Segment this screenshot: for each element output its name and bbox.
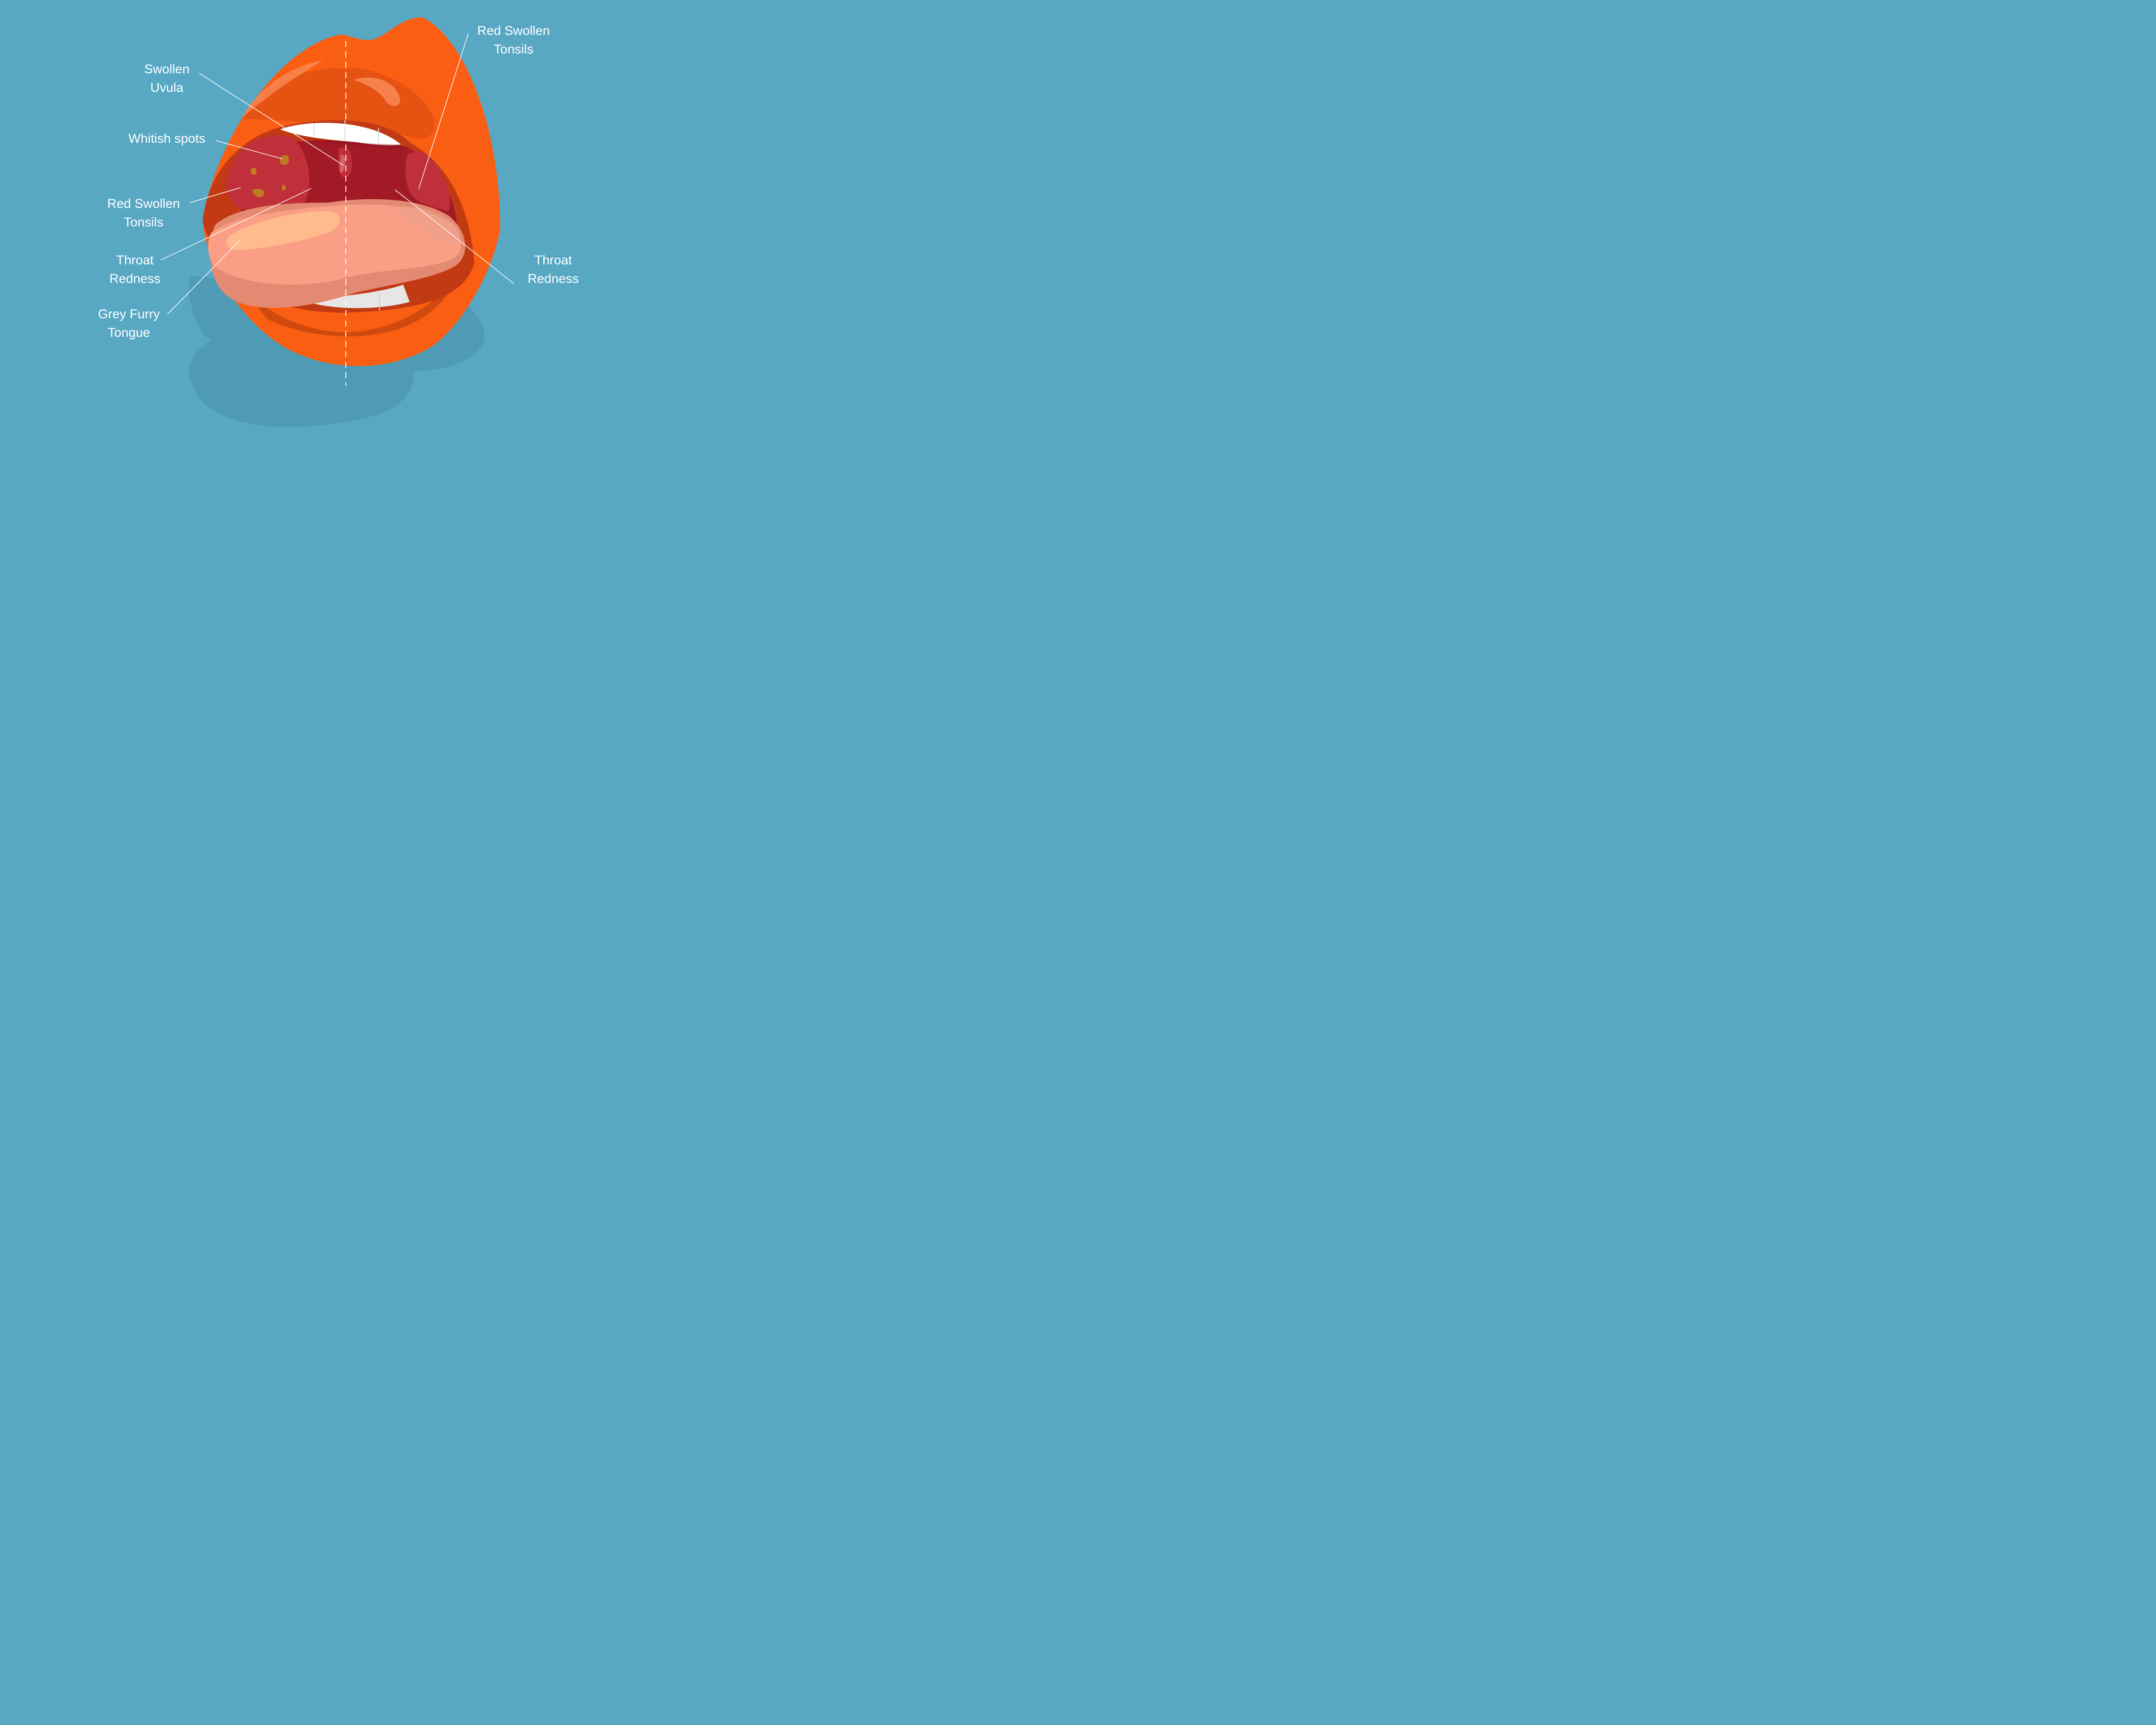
spot-1 xyxy=(280,155,289,165)
label-red-swollen-tonsils-right: Red Swollen Tonsils xyxy=(477,24,550,56)
left-tonsil xyxy=(226,135,310,213)
leader-throat-redness-right xyxy=(395,189,514,284)
upper-teeth-gum xyxy=(298,137,401,149)
label-red-swollen-tonsils-left: Red Swollen Tonsils xyxy=(107,197,180,229)
spot-2 xyxy=(251,168,257,175)
teeth-gaps xyxy=(313,120,379,144)
label-grey-furry-tongue: Grey Furry Tongue xyxy=(98,307,160,340)
upper-teeth xyxy=(280,122,401,146)
leader-swollen-uvula xyxy=(199,73,344,166)
label-throat-redness-right: Throat Redness xyxy=(527,253,579,286)
leader-grey-furry-tongue xyxy=(167,240,240,315)
leader-whitish-spots xyxy=(215,140,282,159)
leader-throat-redness-left xyxy=(160,188,312,260)
right-tonsil xyxy=(405,151,450,211)
tongue-furry-coat xyxy=(226,211,340,250)
tongue-right-shade xyxy=(388,206,460,243)
label-whitish-spots: Whitish spots xyxy=(128,132,206,146)
lower-lip-inner xyxy=(233,276,457,336)
diagram-canvas: Swollen Uvula Whitish spots Red Swollen … xyxy=(0,0,676,451)
lip-highlight-right xyxy=(354,78,401,106)
label-swollen-uvula: Swollen Uvula xyxy=(144,62,190,95)
spot-3 xyxy=(252,189,264,198)
lower-teeth xyxy=(302,285,410,308)
leader-red-swollen-tonsils-left xyxy=(189,187,241,203)
label-throat-redness-left: Throat Redness xyxy=(109,253,161,286)
open-mouth-illustration xyxy=(160,17,514,427)
spot-4 xyxy=(282,185,286,191)
uvula-highlight xyxy=(340,154,345,172)
leader-red-swollen-tonsils-right xyxy=(418,33,469,189)
